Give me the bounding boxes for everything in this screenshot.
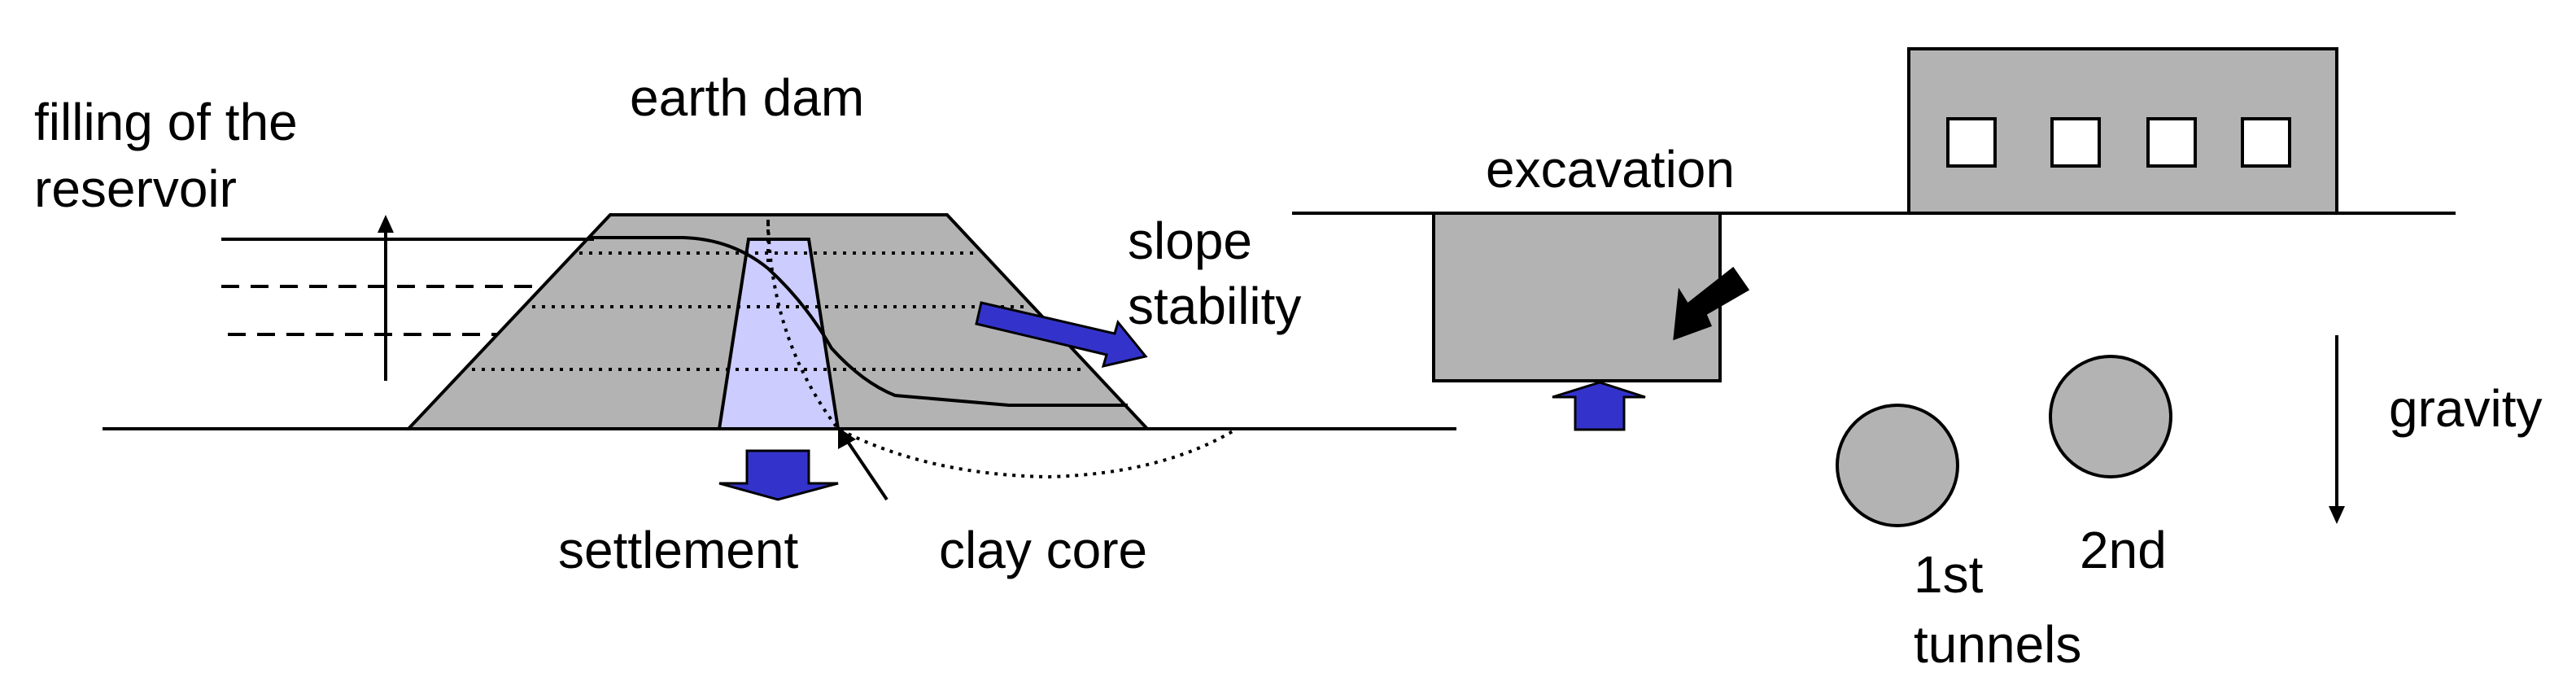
earth-dam-group: filling of the reservoir earth dam slope… xyxy=(34,68,1456,579)
clay-core-pointer-head xyxy=(838,427,856,449)
tunnel-1st xyxy=(1836,404,1959,527)
settlement-arrow xyxy=(718,449,839,501)
tunnel-2nd xyxy=(2049,355,2172,478)
building-window xyxy=(2050,117,2101,168)
gravity-arrow-head xyxy=(2329,506,2345,524)
clay-core-label: clay core xyxy=(939,521,1147,579)
tunnels-label: tunnels xyxy=(1914,615,2081,674)
building-window xyxy=(2241,117,2291,168)
slope-label-line2: stability xyxy=(1128,277,1301,335)
filling-label-line1: filling of the xyxy=(34,93,298,151)
seepage-line xyxy=(589,236,1128,407)
filling-arrow-head xyxy=(378,215,394,233)
clay-core xyxy=(717,238,840,430)
excavation-group: excavation gravity 1st 2nd tunnels xyxy=(1292,47,2543,674)
excavation-label: excavation xyxy=(1486,140,1735,199)
filling-label-line2: reservoir xyxy=(34,159,237,218)
base-heave-arrow xyxy=(1552,381,1646,431)
gravity-label: gravity xyxy=(2389,379,2543,438)
earth-pressure-arrow xyxy=(1673,266,1750,341)
slope-label-line1: slope xyxy=(1128,212,1252,270)
building-window xyxy=(2146,117,2197,168)
excavation-pit xyxy=(1432,212,1722,382)
tunnel-1st-label: 1st xyxy=(1914,545,1984,604)
slope-stability-arrow xyxy=(975,301,1148,369)
tunnel-2nd-label: 2nd xyxy=(2080,521,2167,579)
building-window xyxy=(1946,117,1997,168)
settlement-label: settlement xyxy=(558,521,798,579)
clay-core-pointer-shaft xyxy=(845,438,889,501)
earth-dam-label: earth dam xyxy=(630,68,864,127)
